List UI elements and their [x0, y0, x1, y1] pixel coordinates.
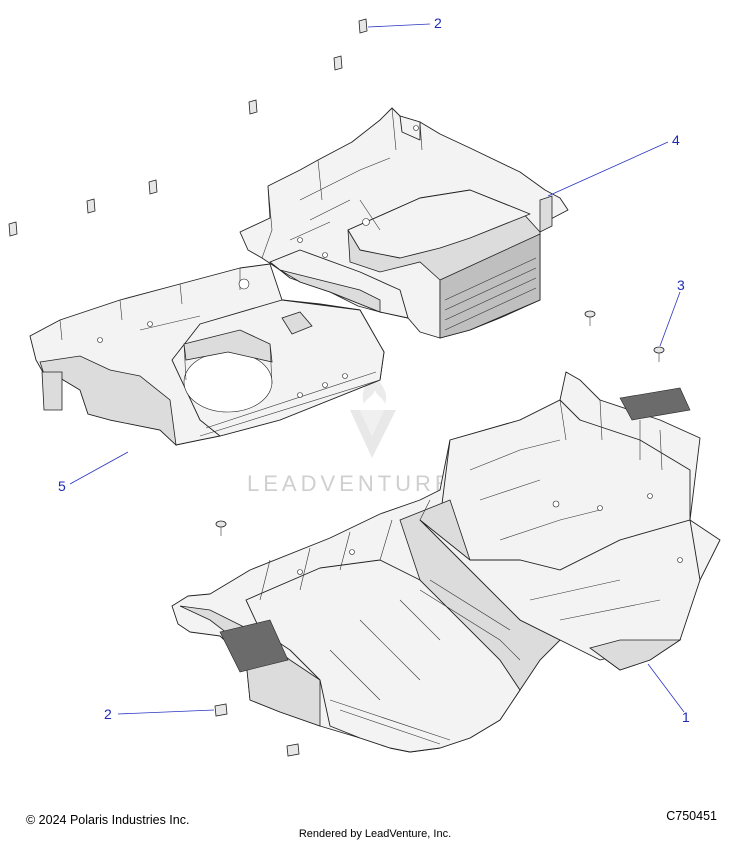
- leader-2-top: [367, 23, 431, 28]
- clip-top-2: [333, 55, 343, 71]
- screw-1: [584, 310, 596, 326]
- leader-1: [647, 663, 685, 713]
- screw-2: [653, 346, 665, 362]
- copyright-text: © 2024 Polaris Industries Inc.: [26, 813, 190, 827]
- clip-top-5: [86, 198, 96, 214]
- clip-bottom-1: [214, 703, 228, 717]
- callout-2-bottom[interactable]: 2: [104, 706, 112, 722]
- leader-5: [69, 451, 129, 485]
- part-2-clips: [8, 18, 368, 757]
- callout-2-top[interactable]: 2: [434, 15, 442, 31]
- callout-1[interactable]: 1: [682, 709, 690, 725]
- part-5-front-panel: [29, 263, 385, 447]
- part-3-screws: [215, 310, 665, 536]
- callout-5[interactable]: 5: [58, 478, 66, 494]
- callout-3[interactable]: 3: [677, 277, 685, 293]
- clip-top-3: [248, 99, 258, 115]
- callout-4[interactable]: 4: [672, 132, 680, 148]
- clip-top-6: [8, 221, 18, 237]
- rendered-by-text: Rendered by LeadVenture, Inc.: [298, 828, 452, 840]
- clip-top-1: [358, 18, 368, 34]
- drawing-number: C750451: [666, 809, 717, 823]
- watermark-text: LEADVENTURE: [247, 471, 454, 496]
- leader-4: [547, 141, 669, 197]
- screw-3: [215, 520, 227, 536]
- clip-top-4: [148, 179, 158, 195]
- part-4-storage-box: [239, 107, 569, 339]
- part-1-floor: [171, 371, 721, 753]
- leader-2-bottom: [117, 709, 215, 715]
- leader-3: [659, 291, 681, 347]
- clip-bottom-2: [286, 743, 300, 757]
